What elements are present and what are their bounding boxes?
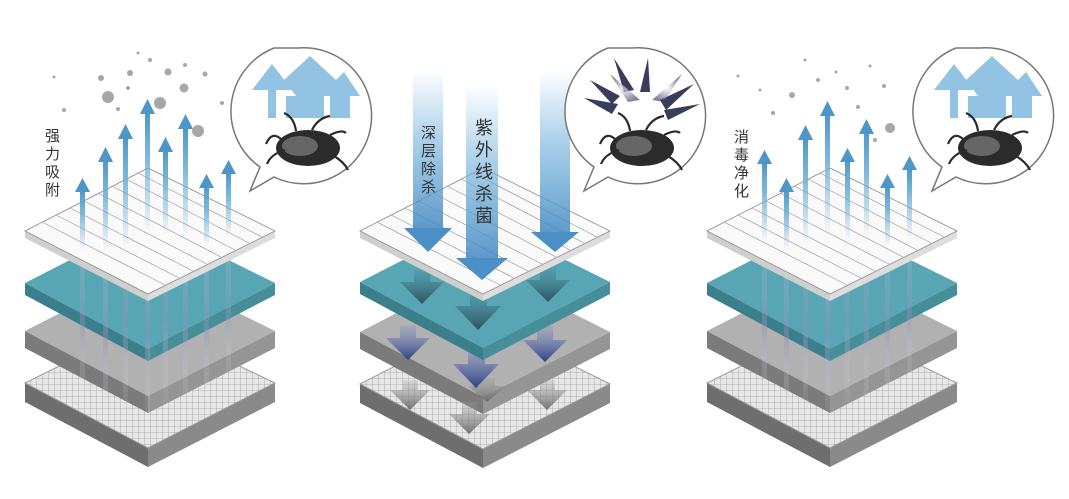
beam-right xyxy=(531,70,579,252)
label-strong-adsorption: 强力吸附 xyxy=(43,128,60,200)
dark-down-arrows xyxy=(400,268,570,330)
arrow-shafts xyxy=(762,230,912,430)
arrow-shafts xyxy=(80,230,231,430)
mite-icon xyxy=(946,111,1031,171)
white-top-layer xyxy=(706,167,958,301)
right-stack xyxy=(705,47,1055,467)
navy-down-arrows xyxy=(386,326,567,388)
dust-particles-icon xyxy=(736,58,895,142)
converging-arrows-icon xyxy=(584,58,700,120)
up-arrows-icon xyxy=(75,99,236,250)
mite-bubble xyxy=(912,47,1055,193)
up-arrows-icon xyxy=(934,56,1042,118)
label-disinfection: 消毒净化 xyxy=(732,129,749,201)
label-deep-removal: 深层除杀 xyxy=(419,125,436,197)
beam-left xyxy=(404,70,452,252)
mite-bubble xyxy=(230,47,373,193)
up-arrows-icon xyxy=(757,101,917,250)
beam-center xyxy=(456,85,508,280)
dust-particles-icon xyxy=(52,51,224,137)
middle-stack xyxy=(358,47,707,468)
mite-icon xyxy=(598,111,683,171)
gray-down-arrows xyxy=(390,378,567,434)
mite-bubble xyxy=(564,47,707,193)
left-stack xyxy=(23,47,373,467)
mite-icon xyxy=(264,111,349,171)
uv-light-beams xyxy=(404,70,579,280)
label-uv-sterilization: 紫外线杀菌 xyxy=(473,118,493,228)
up-arrows-icon xyxy=(252,56,360,118)
